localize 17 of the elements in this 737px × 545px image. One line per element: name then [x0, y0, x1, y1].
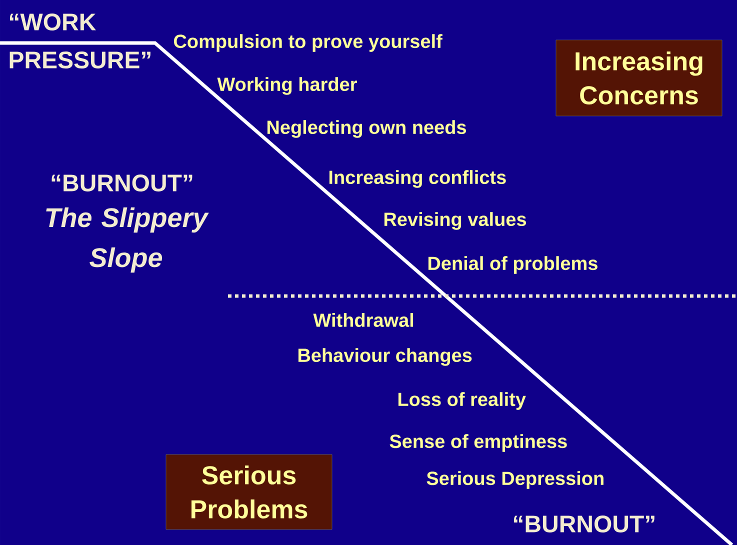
- heading-text: “BURNOUT”: [52, 174, 192, 192]
- heading-text: “WORK PRESSURE”: [10, 14, 150, 68]
- stage-label: Serious Depression: [426, 471, 604, 489]
- stage-label: Behaviour changes: [298, 348, 472, 366]
- stage-label: Working harder: [217, 77, 357, 95]
- stage-label: Neglecting own needs: [267, 120, 466, 138]
- stage-label: Loss of reality: [398, 392, 526, 410]
- subtitle-text: The Slippery Slope: [46, 207, 209, 273]
- category-box: Increasing Concerns: [556, 40, 722, 116]
- stage-label: Sense of emptiness: [390, 434, 567, 452]
- stage-label: Denial of problems: [428, 256, 598, 274]
- stage-label: Withdrawal: [313, 313, 414, 327]
- category-box: Serious Problems: [166, 454, 332, 530]
- stage-label: Revising values: [384, 212, 526, 230]
- stage-label: Compulsion to prove yourself: [174, 34, 442, 52]
- heading-text: “BURNOUT”: [514, 516, 654, 532]
- stage-label: Increasing conflicts: [329, 170, 506, 188]
